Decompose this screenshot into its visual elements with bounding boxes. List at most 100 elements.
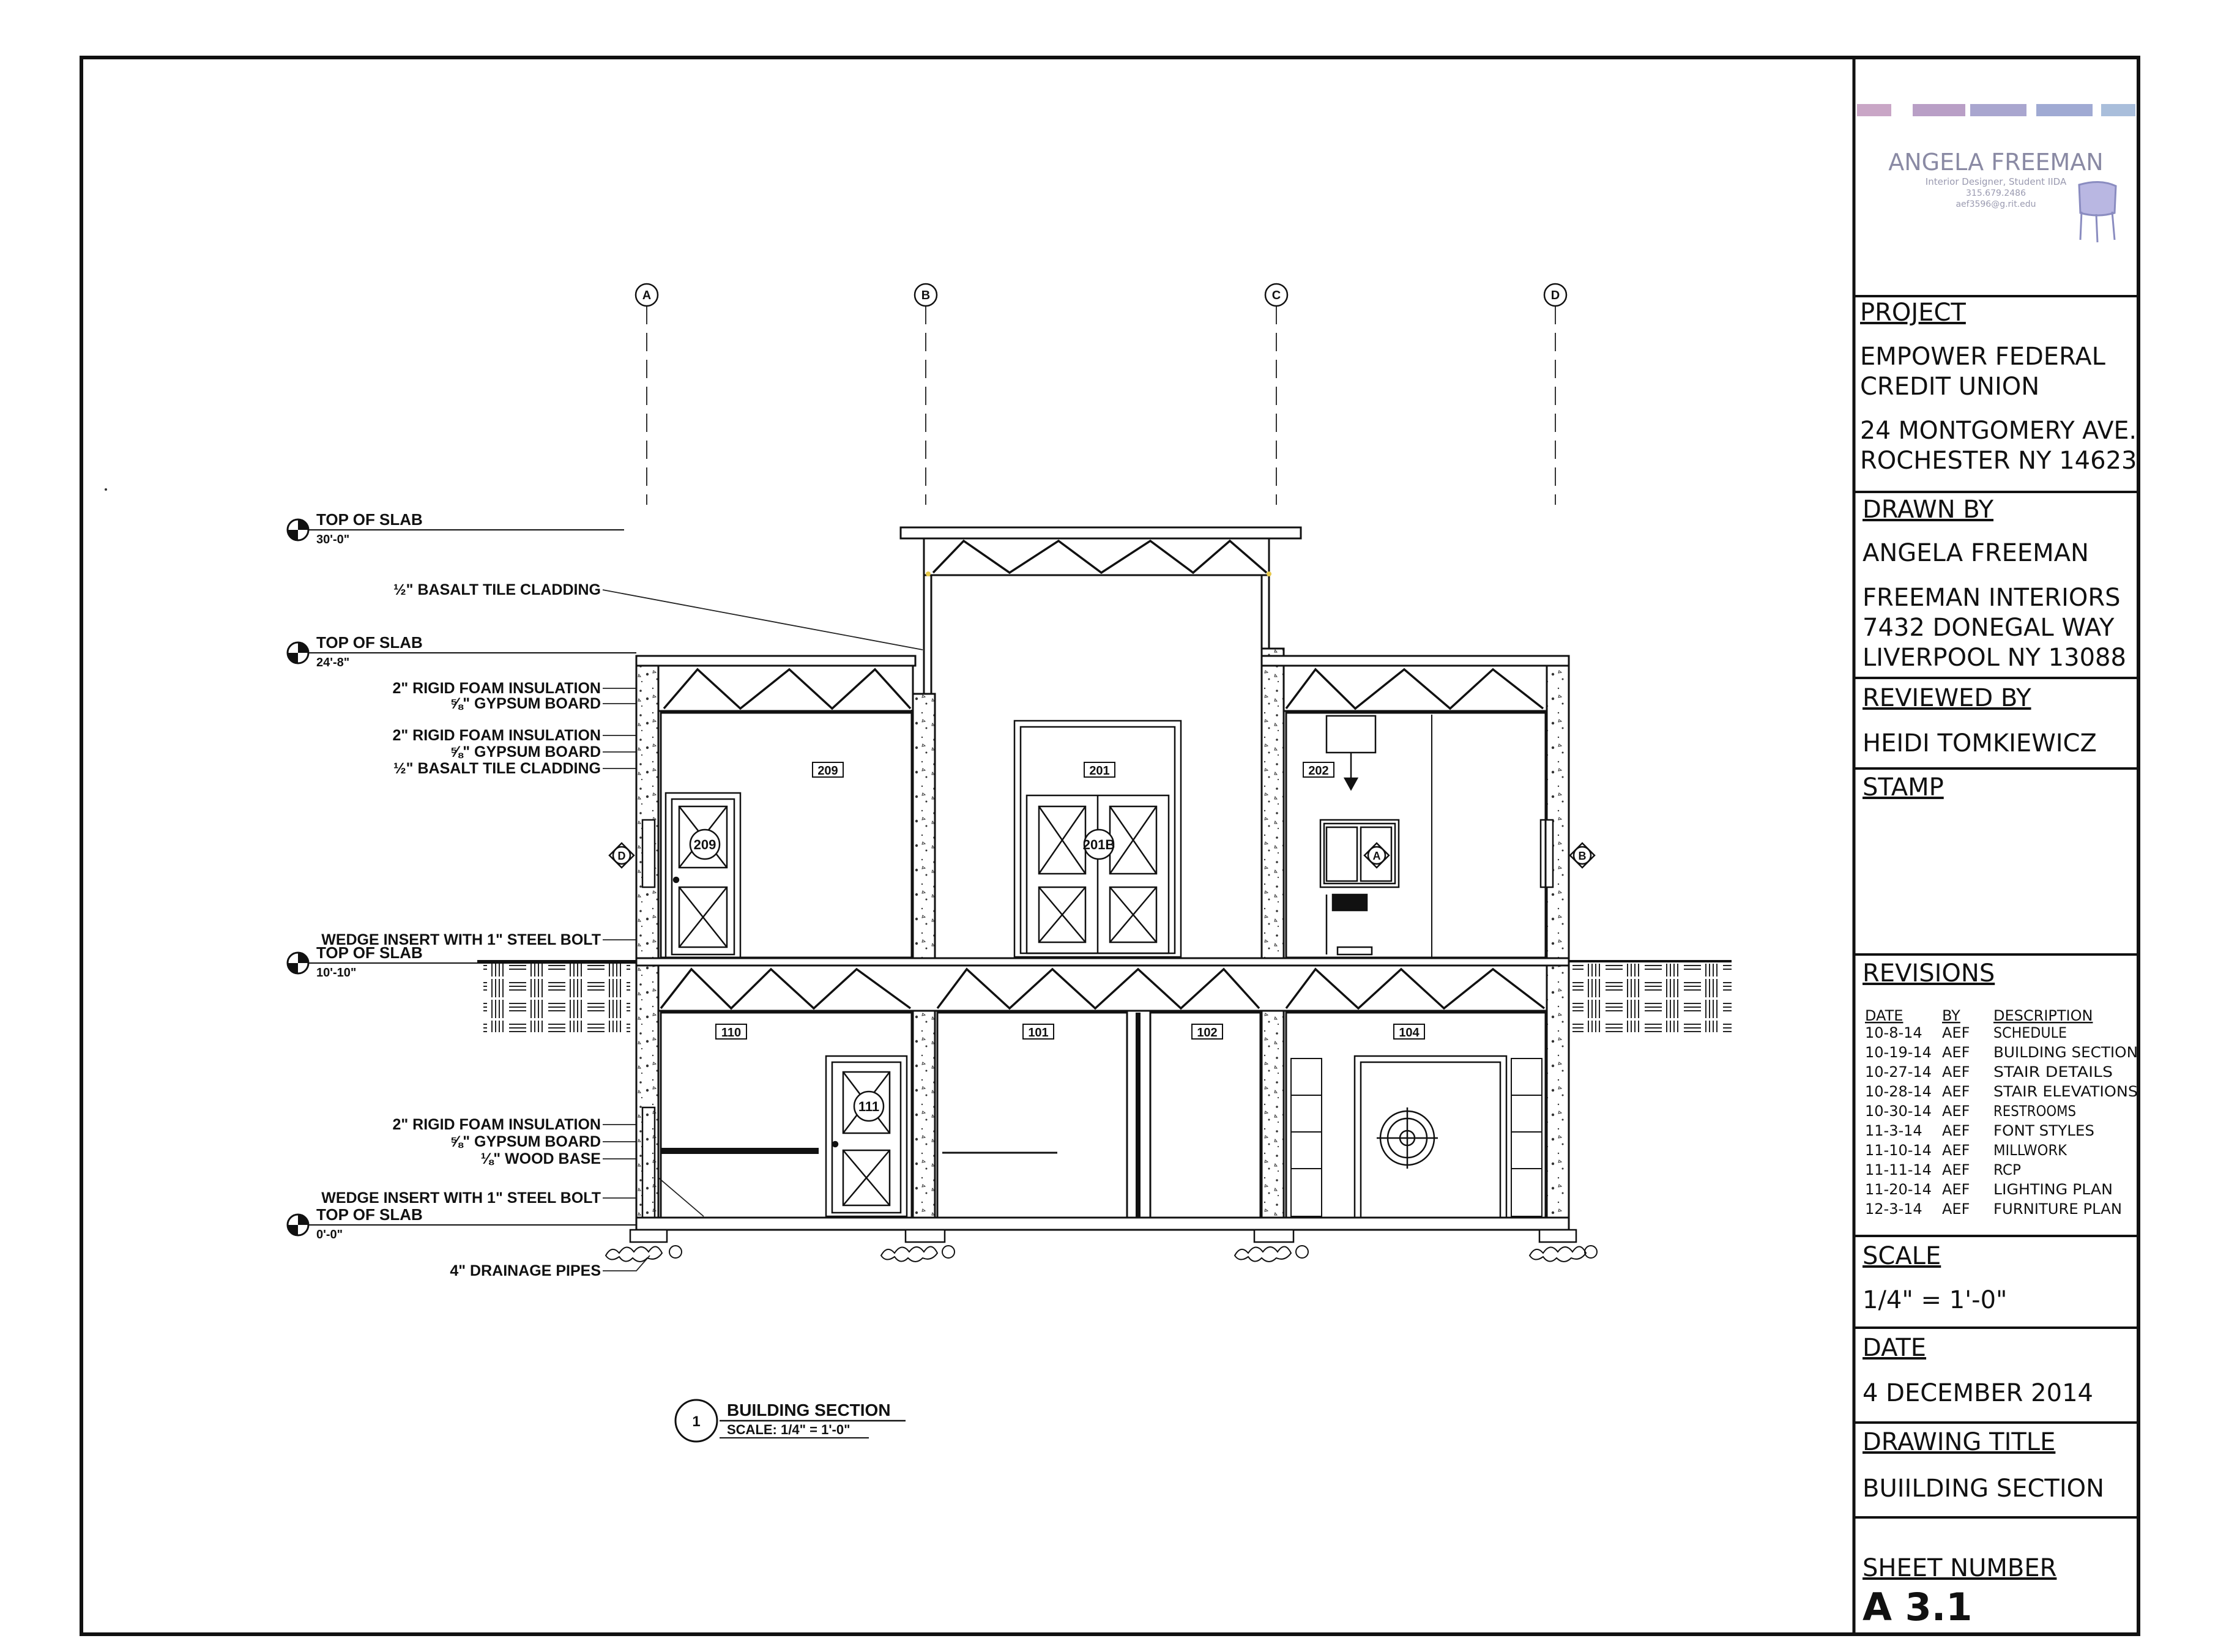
logo-stripes	[1857, 104, 2135, 116]
project-name: EMPOWER FEDERAL	[1860, 343, 2106, 371]
room-tag: 202	[1308, 764, 1328, 778]
note-text: 2" RIGID FOAM INSULATION	[392, 727, 601, 744]
kitchen-equipment	[1319, 715, 1400, 956]
room-tag: 201	[1089, 764, 1109, 778]
door-tag: 209	[694, 837, 716, 852]
date-heading: DATE	[1863, 1334, 1926, 1362]
revision-col-by: BY	[1942, 1007, 1960, 1024]
room-tags	[715, 762, 1425, 1040]
grid-label: B	[921, 289, 930, 302]
svg-text:TOP OF SLAB: TOP OF SLAB	[316, 943, 423, 962]
door-201b	[1013, 720, 1182, 958]
revision-date: 10-19-14	[1865, 1044, 1932, 1061]
note-text: ⅝" GYPSUM BOARD	[450, 695, 601, 712]
revision-col-description: DESCRIPTION	[1993, 1007, 2093, 1024]
revision-desc: RESTROOMS	[1993, 1103, 2076, 1120]
svg-text:TOP OF SLAB: TOP OF SLAB	[316, 1205, 423, 1224]
revision-desc: MILLWORK	[1993, 1142, 2067, 1159]
revision-date: 10-8-14	[1865, 1024, 1922, 1041]
footings	[629, 1229, 1577, 1243]
logo-stripe	[1970, 104, 2026, 116]
svg-text:24'-8": 24'-8"	[316, 656, 349, 669]
logo-stripe	[2036, 104, 2093, 116]
roof-trusses	[660, 539, 1546, 1010]
elevation-marker: D	[618, 850, 626, 862]
sheet-number-value: A 3.1	[1863, 1585, 1972, 1629]
door-111	[825, 1055, 908, 1218]
logo-stripe	[1913, 104, 1965, 116]
revision-date: 10-30-14	[1865, 1103, 1932, 1120]
grid-label: C	[1272, 289, 1281, 302]
caption-number: 1	[692, 1413, 700, 1430]
revision-desc: LIGHTING PLAN	[1993, 1181, 2113, 1198]
svg-text:TOP OF SLAB: TOP OF SLAB	[316, 510, 423, 529]
sheet-number-heading: SHEET NUMBER	[1863, 1554, 2056, 1582]
level-marker: TOP OF SLAB 0'-0"	[286, 1205, 636, 1241]
drawing-caption: 1 BUILDING SECTION SCALE: 1/4" = 1'-0"	[674, 1399, 906, 1443]
revision-by: AEF	[1942, 1044, 1970, 1061]
logo-name: ANGELA FREEMAN	[1888, 149, 2103, 176]
material-notes: ½" BASALT TILE CLADDING 2" RIGID FOAM IN…	[321, 581, 923, 1279]
room-tag: 102	[1197, 1026, 1217, 1040]
revision-by: AEF	[1942, 1200, 1970, 1218]
note-text: ⅝" GYPSUM BOARD	[450, 743, 601, 761]
vault-shelving	[1290, 1058, 1543, 1217]
vault-door	[1353, 1055, 1508, 1219]
revision-by: AEF	[1942, 1181, 1970, 1198]
building-section: 209 201 202 110 101 102 104 209 201B 111…	[477, 526, 1732, 1262]
note-text: ½" BASALT TILE CLADDING	[393, 581, 601, 598]
earth-hatch	[483, 964, 630, 1032]
door-tag: 111	[858, 1099, 879, 1114]
note-text: ½" BASALT TILE CLADDING	[393, 760, 601, 777]
note-text: ⅛" WOOD BASE	[480, 1150, 601, 1167]
revision-desc: FURNITURE PLAN	[1993, 1200, 2122, 1218]
revision-desc: FONT STYLES	[1993, 1122, 2094, 1139]
revisions-heading: REVISIONS	[1863, 959, 1995, 988]
concrete-walls	[635, 647, 1570, 1241]
revision-date: 11-20-14	[1865, 1181, 1932, 1198]
logo-role: Interior Designer, Student IIDA	[1926, 176, 2067, 187]
revision-desc: STAIR ELEVATIONS	[1993, 1083, 2138, 1100]
revision-by: AEF	[1942, 1083, 1970, 1100]
logo-stripe	[1857, 104, 1891, 116]
date-value: 4 DECEMBER 2014	[1863, 1379, 2093, 1407]
drawing-title-heading: DRAWING TITLE	[1863, 1428, 2055, 1456]
revision-by: AEF	[1942, 1142, 1970, 1159]
revision-date: 11-10-14	[1865, 1142, 1932, 1159]
level-marker: TOP OF SLAB 10'-10"	[286, 943, 636, 980]
revision-by: AEF	[1942, 1161, 1970, 1178]
title-block: ANGELA FREEMAN Interior Designer, Studen…	[1854, 104, 2138, 1629]
sheet-border	[80, 56, 2140, 1636]
revision-by: AEF	[1942, 1122, 1970, 1139]
drawn-by-name: ANGELA FREEMAN	[1863, 539, 2089, 567]
grid-label: A	[642, 289, 651, 302]
revision-date: 10-28-14	[1865, 1083, 1932, 1100]
room-tag: 209	[817, 764, 838, 778]
stamp-heading: STAMP	[1863, 773, 1944, 802]
project-address: ROCHESTER NY 14623	[1860, 447, 2137, 475]
grid-label: D	[1551, 289, 1560, 302]
revision-desc: RCP	[1993, 1161, 2021, 1178]
logo-email: aef3596@g.rit.edu	[1956, 199, 2036, 209]
revision-by: AEF	[1942, 1063, 1970, 1081]
door-tag: 201B	[1083, 837, 1115, 852]
drawn-by-company: FREEMAN INTERIORS	[1863, 584, 2121, 612]
note-text: 2" RIGID FOAM INSULATION	[392, 1116, 601, 1133]
drawn-by-address: 7432 DONEGAL WAY	[1863, 614, 2115, 642]
note-text: 2" RIGID FOAM INSULATION	[392, 680, 601, 697]
elevation-marker: B	[1579, 850, 1587, 862]
revision-col-date: DATE	[1865, 1007, 1903, 1024]
logo-phone: 315.679.2486	[1966, 188, 2026, 198]
revision-by: AEF	[1942, 1024, 1970, 1041]
reviewed-by-name: HEIDI TOMKIEWICZ	[1863, 729, 2097, 757]
revision-date: 12-3-14	[1865, 1200, 1922, 1218]
revision-by: AEF	[1942, 1103, 1970, 1120]
drawing-title-value: BUIILDING SECTION	[1863, 1475, 2104, 1503]
logo-stripe	[2101, 104, 2135, 116]
revision-date: 11-11-14	[1865, 1161, 1932, 1178]
note-text: ⅝" GYPSUM BOARD	[450, 1133, 601, 1150]
note-text: WEDGE INSERT WITH 1" STEEL BOLT	[321, 1189, 601, 1207]
revision-date: 10-27-14	[1865, 1063, 1932, 1081]
note-text: 4" DRAINAGE PIPES	[450, 1262, 601, 1279]
